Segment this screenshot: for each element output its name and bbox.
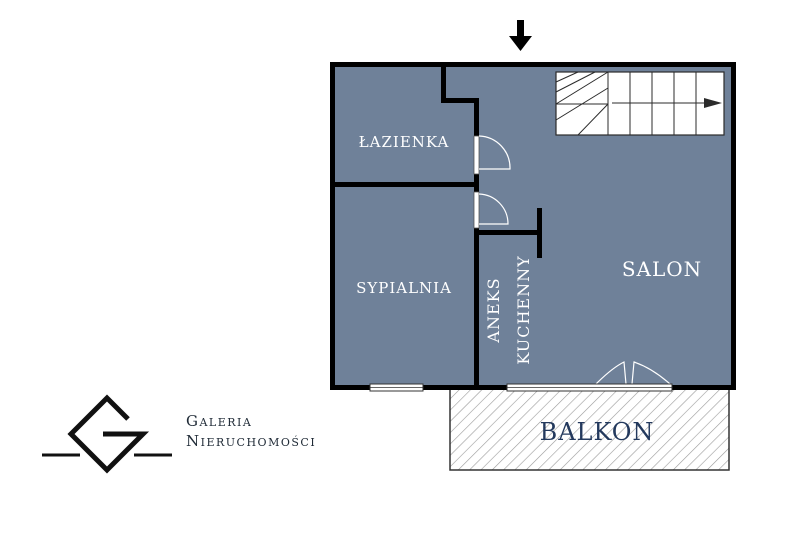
room-label-kitchenette-line1: ANEKS <box>484 277 503 343</box>
room-label-living-room: SALON <box>622 257 702 281</box>
walls <box>330 62 736 390</box>
bathroom-door <box>473 135 511 175</box>
balcony-door <box>595 361 671 385</box>
entrance-arrow-icon <box>509 20 532 51</box>
balcony <box>449 388 730 471</box>
diamond-g-logo-icon <box>42 394 172 474</box>
room-label-bedroom: SYPIALNIA <box>356 279 452 297</box>
logo-text-line1: Galeria <box>186 412 253 430</box>
logo-text-line2: Nieruchomości <box>186 432 317 450</box>
room-label-kitchenette-line2: KUCHENNY <box>514 255 533 364</box>
staircase <box>555 71 725 136</box>
bedroom-door <box>473 191 509 229</box>
stairs-arrow-icon <box>704 98 722 108</box>
room-label-bathroom: ŁAZIENKA <box>359 133 450 151</box>
windows <box>369 383 673 392</box>
room-label-balcony: BALKON <box>540 418 655 446</box>
